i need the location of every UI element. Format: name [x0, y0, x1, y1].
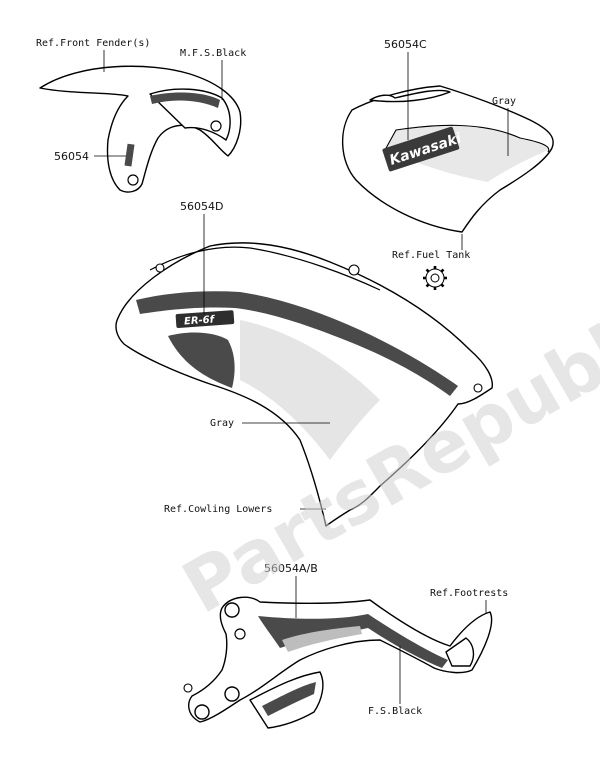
footrest-bracket-group	[183, 596, 493, 729]
cowling-badge-plate	[175, 310, 235, 328]
footrest-bracket-part	[188, 596, 493, 723]
fender-small-decal	[124, 143, 135, 167]
front-fender-group	[39, 65, 242, 193]
footrest-gray-stripe	[282, 626, 362, 652]
label-mfs-black: M.F.S.Black	[180, 48, 246, 59]
cowling-group: ER-6f	[115, 242, 493, 527]
fender-mount-hole	[210, 120, 222, 132]
footrest-lower-shade	[262, 682, 316, 716]
label-part-56054: 56054	[54, 150, 89, 163]
cowling-mount-hole	[348, 264, 360, 276]
label-part-56054ab: 56054A/B	[264, 562, 318, 575]
cowling-upper-edge	[149, 246, 381, 291]
cowling-badge-text: ER-6f	[184, 314, 216, 327]
footrest-mount-hole	[234, 628, 246, 640]
label-part-56054d: 56054D	[180, 200, 223, 213]
cowling-gray-panel	[240, 320, 380, 460]
footrest-mount-hole	[224, 686, 240, 702]
label-gray-tank: Gray	[492, 96, 516, 107]
cowling-mount-hole	[155, 263, 165, 273]
label-fs-black: F.S.Black	[368, 706, 422, 717]
label-ref-front-fender: Ref.Front Fender(s)	[36, 38, 150, 49]
fuel-tank-group: Kawasaki	[341, 85, 554, 233]
kawasaki-logo-plate	[382, 126, 460, 172]
gear-icon	[423, 266, 447, 290]
footrest-mount-hole	[194, 704, 210, 720]
label-part-56054c: 56054C	[384, 38, 427, 51]
label-ref-cowling-lowers: Ref.Cowling Lowers	[164, 504, 272, 515]
fuel-tank-part	[341, 85, 554, 233]
fuel-tank-panel-outline	[384, 124, 550, 153]
label-gray-cowling: Gray	[210, 418, 234, 429]
footrest-black-stripe	[258, 614, 448, 668]
cowling-mount-hole	[473, 383, 483, 393]
cowling-black-side-panel	[168, 332, 235, 388]
footrest-mount-hole	[224, 602, 240, 618]
fender-black-stripe	[150, 92, 220, 108]
footrest-peg-tip	[445, 637, 475, 667]
footrest-mount-hole	[183, 683, 193, 693]
cowling-black-stripe	[136, 291, 458, 396]
fender-mount-hole	[127, 174, 139, 186]
label-ref-footrests: Ref.Footrests	[430, 588, 508, 599]
label-ref-fuel-tank: Ref.Fuel Tank	[392, 250, 470, 261]
